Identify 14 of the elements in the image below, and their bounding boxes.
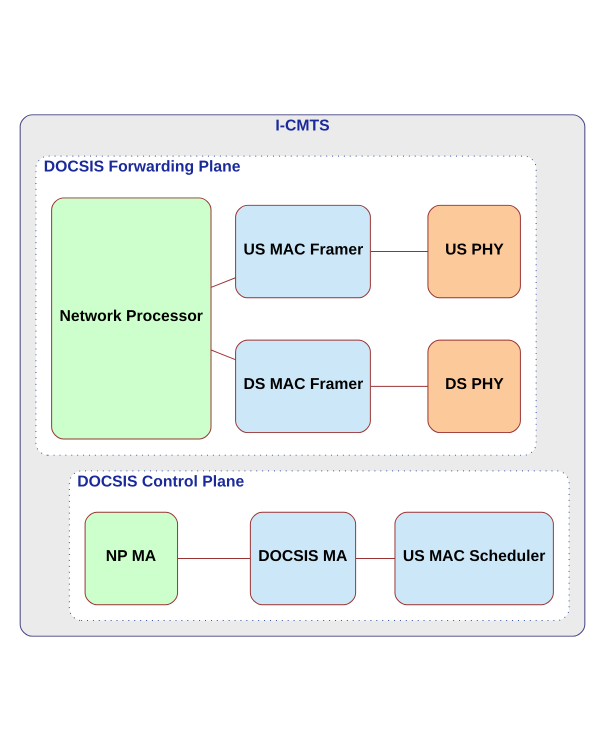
node-box: DS MAC Framer xyxy=(235,340,371,434)
connector xyxy=(370,386,428,387)
node-box: DOCSIS MA xyxy=(250,512,356,606)
connector xyxy=(370,251,428,252)
connector xyxy=(177,558,251,559)
node-box: DS PHY xyxy=(427,340,521,434)
connector xyxy=(355,558,396,559)
connector xyxy=(210,277,236,288)
node-box: Network Processor xyxy=(51,197,212,440)
node-box: US MAC Framer xyxy=(235,204,371,298)
node-box: US PHY xyxy=(427,204,521,298)
node-box: US MAC Scheduler xyxy=(394,512,554,606)
connector xyxy=(210,350,236,360)
node-box: NP MA xyxy=(84,512,178,606)
